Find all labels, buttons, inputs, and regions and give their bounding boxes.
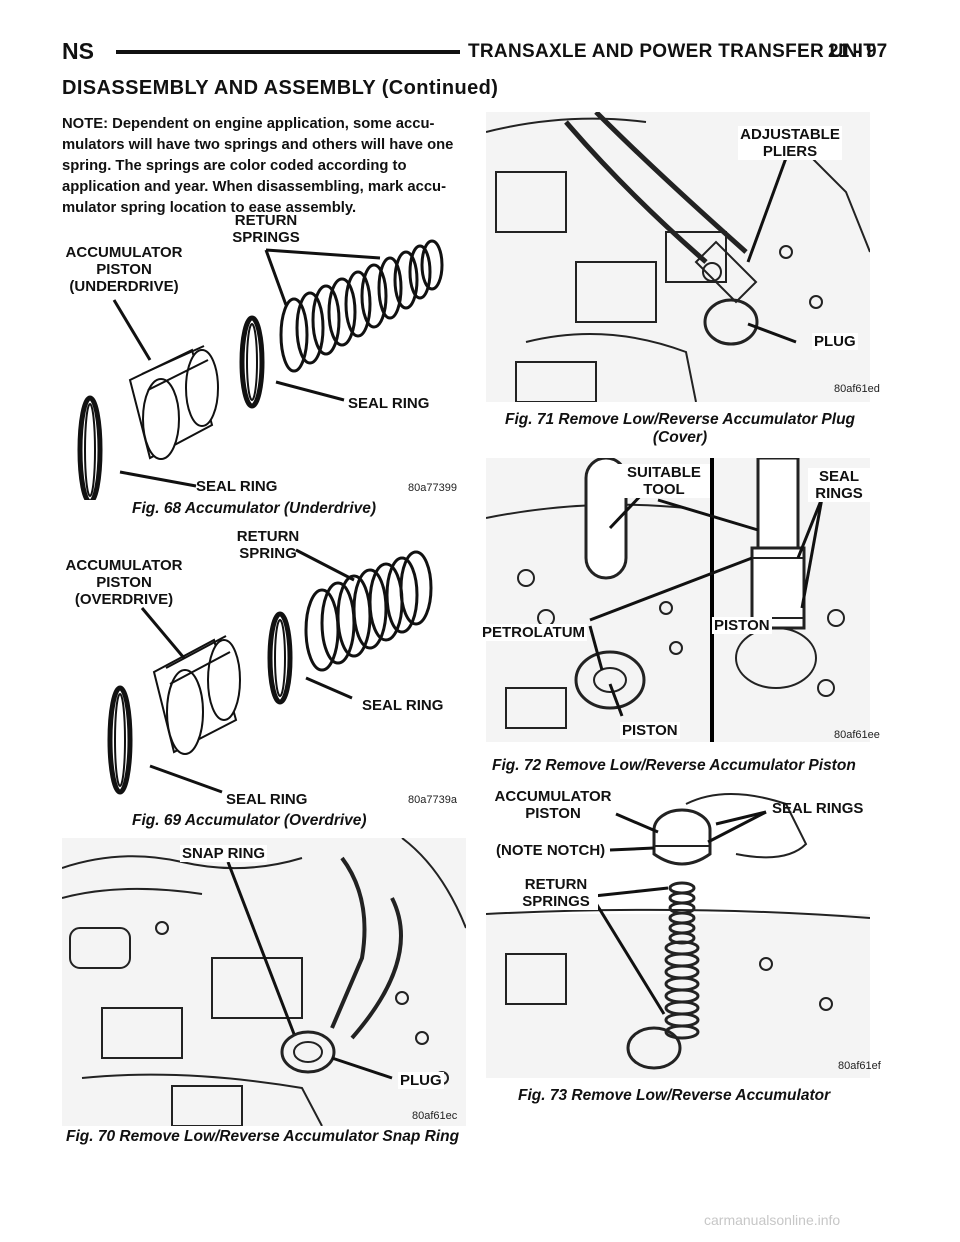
fig68-image-code: 80a77399 xyxy=(408,482,457,494)
fig69-label-seal-ring-1: SEAL RING xyxy=(362,697,444,714)
fig71-label-plug: PLUG xyxy=(812,333,858,350)
fig73-label-springs: RETURN SPRINGS xyxy=(514,876,598,910)
fig72-caption: Fig. 72 Remove Low/Reverse Accumulator P… xyxy=(492,757,856,774)
fig71-image-code: 80af61ed xyxy=(834,383,880,395)
fig68-label-seal-ring-1: SEAL RING xyxy=(348,395,430,412)
fig73-label-piston: ACCUMULATOR PISTON xyxy=(494,788,612,822)
figure-73-illustration xyxy=(486,784,870,1078)
note-paragraph: NOTE: Dependent on engine application, s… xyxy=(62,116,454,216)
fig72-label-piston-2: PISTON xyxy=(620,722,680,739)
fig71-label-pliers: ADJUSTABLE PLIERS xyxy=(738,126,842,160)
fig73-image-code: 80af61ef xyxy=(838,1060,881,1072)
watermark: carmanualsonline.info xyxy=(704,1212,841,1228)
fig68-label-seal-ring-2: SEAL RING xyxy=(196,478,278,495)
fig73-caption: Fig. 73 Remove Low/Reverse Accumulator xyxy=(518,1087,831,1104)
fig68-label-springs: RETURN SPRINGS xyxy=(232,212,300,246)
header-page-number: 21 - 97 xyxy=(828,41,888,62)
fig69-label-seal-ring-2: SEAL RING xyxy=(226,791,308,808)
fig72-label-seal-rings: SEAL RINGS xyxy=(808,468,870,502)
fig68-label-piston: ACCUMULATOR PISTON (UNDERDRIVE) xyxy=(65,244,183,295)
fig70-image-code: 80af61ec xyxy=(412,1110,458,1122)
figure-72-illustration xyxy=(486,458,870,742)
figure-71-illustration xyxy=(486,112,870,402)
header-section-code: NS xyxy=(62,38,94,64)
figure-69-illustration xyxy=(62,530,462,810)
fig70-label-plug: PLUG xyxy=(398,1072,444,1089)
fig69-label-spring: RETURN SPRING xyxy=(236,528,300,562)
header-chapter-title: TRANSAXLE AND POWER TRANSFER UNIT xyxy=(468,41,876,62)
fig72-label-piston-1: PISTON xyxy=(712,617,772,634)
fig69-caption: Fig. 69 Accumulator (Overdrive) xyxy=(132,812,367,829)
fig71-caption: Fig. 71 Remove Low/Reverse Accumulator P… xyxy=(505,411,855,446)
fig69-image-code: 80a7739a xyxy=(408,794,457,806)
section-title: DISASSEMBLY AND ASSEMBLY (Continued) xyxy=(62,77,499,99)
fig72-label-tool: SUITABLE TOOL xyxy=(618,464,710,498)
fig68-caption: Fig. 68 Accumulator (Underdrive) xyxy=(132,500,377,517)
fig73-label-seal-rings: SEAL RINGS xyxy=(772,800,864,817)
fig69-label-piston: ACCUMULATOR PISTON (OVERDRIVE) xyxy=(65,557,183,608)
figure-68-illustration xyxy=(62,210,462,500)
fig73-label-notch: (NOTE NOTCH) xyxy=(496,842,606,859)
fig72-label-petrolatum: PETROLATUM xyxy=(480,624,588,641)
fig70-caption: Fig. 70 Remove Low/Reverse Accumulator S… xyxy=(66,1128,460,1145)
fig70-label-snap-ring: SNAP RING xyxy=(180,845,268,862)
fig72-image-code: 80af61ee xyxy=(834,729,880,741)
header-rule xyxy=(116,50,460,54)
